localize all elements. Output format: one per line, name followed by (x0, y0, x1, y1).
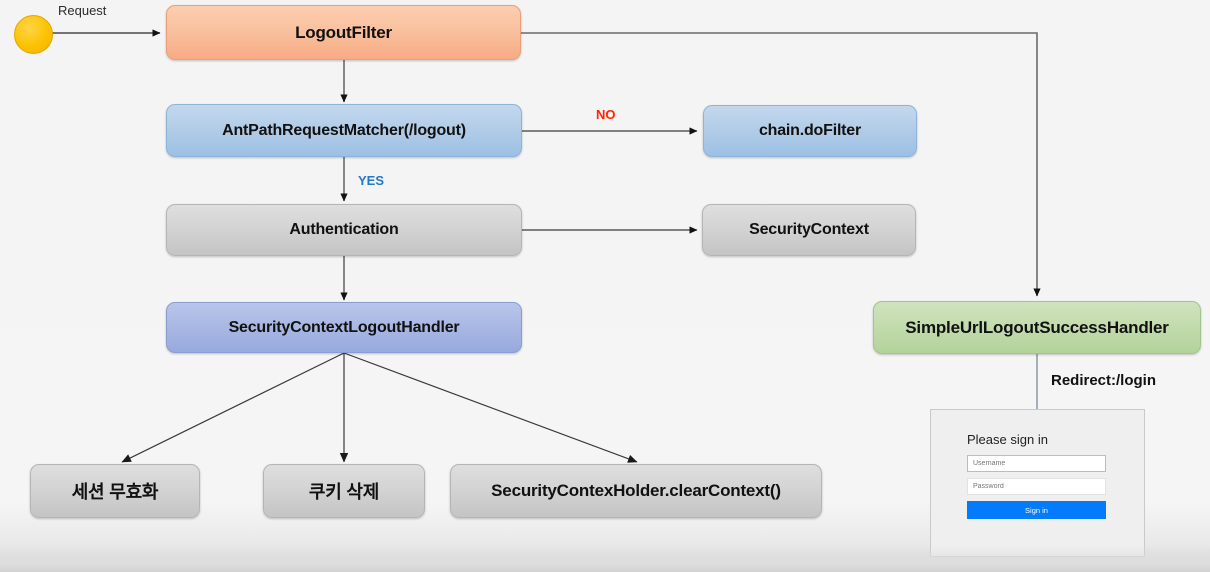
node-session-invalidate[interactable]: 세션 무효화 (30, 464, 200, 518)
username-input[interactable] (967, 455, 1106, 472)
node-simple-url-logout-success-handler[interactable]: SimpleUrlLogoutSuccessHandler (873, 301, 1201, 354)
edge-label-redirect: Redirect:/login (1051, 372, 1157, 389)
password-input[interactable] (967, 478, 1106, 495)
node-chain-do-filter[interactable]: chain.doFilter (703, 105, 917, 157)
node-cookie-delete[interactable]: 쿠키 삭제 (263, 464, 425, 518)
node-security-context-logout-handler[interactable]: SecurityContextLogoutHandler (166, 302, 522, 353)
edge-label-no: NO (596, 107, 616, 122)
node-authentication[interactable]: Authentication (166, 204, 522, 256)
login-form-card: Please sign in Sign in (930, 409, 1145, 557)
login-form-title: Please sign in (967, 432, 1048, 447)
node-ant-path-request-matcher[interactable]: AntPathRequestMatcher(/logout) (166, 104, 522, 157)
node-security-context[interactable]: SecurityContext (702, 204, 916, 256)
start-node (14, 15, 53, 54)
sign-in-button[interactable]: Sign in (967, 501, 1106, 519)
edge-label-yes: YES (358, 173, 385, 188)
node-clear-context[interactable]: SecurityContexHolder.clearContext() (450, 464, 822, 518)
edge-label-request: Request (58, 3, 107, 18)
login-form-inner: Please sign in Sign in (967, 432, 1107, 519)
node-logout-filter[interactable]: LogoutFilter (166, 5, 521, 60)
